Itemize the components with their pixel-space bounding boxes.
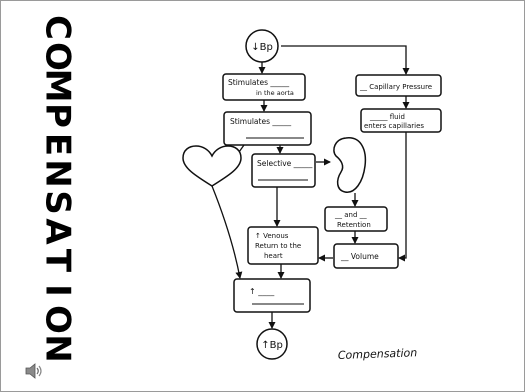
box-stimulates-aorta-line1: Stimulates _____ — [228, 78, 289, 87]
heart-shape — [182, 145, 242, 187]
start-node-circle — [245, 29, 279, 63]
box-stimulates-aorta-line2: in the aorta — [256, 89, 294, 97]
box-selective — [251, 153, 316, 188]
start-node-label: ↓Bp — [251, 42, 273, 53]
box-and-retention — [324, 206, 388, 232]
end-node-label: ↑Bp — [261, 340, 283, 351]
box-stimulates — [223, 111, 312, 146]
arrow-bp-to-capillary — [281, 45, 410, 75]
box-venous-line2: Return to the — [255, 242, 301, 250]
box-capillary-pressure — [355, 74, 442, 97]
box-up-line: ↑ ____ — [249, 287, 275, 296]
box-fluid-line2: enters capillaries — [364, 122, 424, 130]
box-capillary-pressure-label: __ Capillary Pressure — [359, 83, 432, 91]
arrow-fluid-to-volume — [398, 132, 407, 262]
box-fluid-line1: _____ fluid — [369, 113, 405, 121]
end-node-circle — [256, 328, 288, 360]
box-venous-line3: heart — [264, 252, 283, 260]
box-fluid — [360, 108, 442, 133]
box-volume — [333, 243, 399, 269]
box-venous-line1: ↑ Venous — [255, 232, 289, 240]
arrow-heart-to-up-box — [211, 185, 243, 279]
box-and-retention-line2: Retention — [337, 221, 371, 229]
box-volume-label: __ Volume — [340, 252, 379, 261]
caption-compensation: Compensation — [338, 346, 418, 362]
box-venous-return — [247, 226, 319, 265]
box-selective-line: Selective _____ — [257, 159, 313, 168]
box-and-retention-line1: __ and __ — [334, 211, 367, 219]
speaker-icon[interactable] — [24, 363, 44, 379]
kidney-shape — [333, 137, 367, 193]
box-stimulates-line: Stimulates _____ — [230, 117, 291, 126]
box-stimulates-aorta — [222, 73, 306, 101]
